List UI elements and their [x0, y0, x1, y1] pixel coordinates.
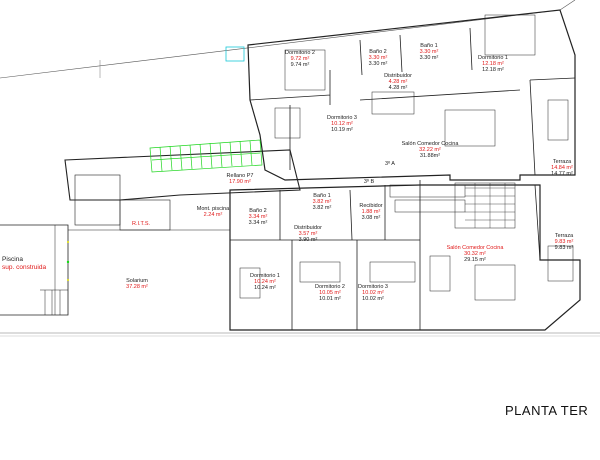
room-area-built: 10.01 m²: [319, 296, 341, 302]
room-name: Mont. piscina: [196, 206, 230, 212]
room-area-useful: 32.22 m²: [419, 147, 441, 153]
room-area-useful: 2.24 m²: [203, 212, 223, 218]
room-area-built: 4.28 m²: [388, 85, 408, 91]
room-area-useful: 3.34 m²: [248, 214, 268, 220]
room-area-built: 31.88m²: [419, 153, 441, 159]
room-area-built: 3.90 m²: [298, 237, 318, 243]
unit-label-3b: 3º B: [363, 179, 375, 185]
room-name: Baño 2: [369, 49, 387, 55]
room-name: Salón Comedor Cocina: [446, 245, 504, 251]
room-area-built: 3.30 m²: [368, 61, 388, 67]
landing-walls: [64, 149, 301, 201]
room-area-useful: 3.30 m²: [419, 49, 439, 55]
room-area-useful: 1.88 m²: [361, 209, 381, 215]
room-area-useful: 14.84 m²: [551, 165, 573, 171]
room-area-built: 9.83 m²: [554, 245, 574, 251]
room-name: Terraza: [554, 233, 574, 239]
room-name: Baño 1: [420, 43, 438, 49]
room-area-built: 9.74 m²: [290, 62, 310, 68]
room-area-useful: 9.83 m²: [554, 239, 574, 245]
room-area-useful: 10.12 m²: [331, 121, 353, 127]
room-area-useful: 17.90 m²: [229, 179, 251, 185]
rits-label: R.I.T.S.: [131, 221, 151, 227]
room-name: Dormitorio 2: [315, 284, 345, 290]
room-area-built: 29.15 m²: [464, 257, 486, 263]
room-name: Dormitorio 3: [358, 284, 388, 290]
cyan-element: [225, 46, 245, 62]
room-area-built: 14.77 m²: [551, 171, 573, 177]
room-area-useful: 12.18 m²: [482, 61, 504, 67]
unit-3a-walls: [247, 9, 576, 181]
room-name: Rellano P7: [226, 173, 254, 179]
room-area-useful: 10.24 m²: [254, 279, 276, 285]
room-name: Salón Comedor Cocina: [401, 141, 459, 147]
room-name: Solarium: [126, 278, 148, 284]
room-area-built: 3.82 m²: [312, 205, 332, 211]
green-stairs: [149, 139, 263, 173]
room-area-built: 3.34 m²: [248, 220, 268, 226]
room-name: Dormitorio 1: [250, 273, 280, 279]
room-name: Recibidor: [359, 203, 383, 209]
pool: [0, 224, 69, 316]
room-area-built: 10.24 m²: [254, 285, 276, 291]
room-area-useful: sup. construida: [2, 263, 47, 271]
room-area-built: 3.30 m²: [419, 55, 439, 61]
unit-3b-walls: [229, 184, 581, 331]
room-area-useful: 10.02 m²: [362, 290, 384, 296]
room-area-built: 3.08 m²: [361, 215, 381, 221]
room-area-useful: 3.57 m²: [298, 231, 318, 237]
room-area-useful: 3.30 m²: [368, 55, 388, 61]
room-area-useful: 3.82 m²: [312, 199, 332, 205]
room-area-built: 10.19 m²: [331, 127, 353, 133]
room-area-useful: 9.72 m²: [290, 56, 310, 62]
room-area-built: 10.02 m²: [362, 296, 384, 302]
room-name: Dormitorio 3: [327, 115, 357, 121]
room-name: Baño 2: [249, 208, 267, 214]
room-name: Distribuidor: [384, 73, 412, 79]
room-area-useful: 30.32 m²: [464, 251, 486, 257]
room-name: Distribuidor: [294, 225, 322, 231]
plan-title: PLANTA TER: [505, 403, 589, 418]
room-area-useful: 10.05 m²: [319, 290, 341, 296]
room-name: Terraza: [552, 159, 572, 165]
room-area-built: 12.18 m²: [482, 67, 504, 73]
room-name: Piscina: [2, 256, 23, 263]
room-name: Dormitorio 1: [478, 55, 508, 61]
room-area-useful: 4.28 m²: [388, 79, 408, 85]
room-area-useful: 37.28 m²: [126, 284, 148, 290]
room-name: Baño 1: [313, 193, 331, 199]
room-name: Dormitorio 2: [285, 50, 315, 56]
unit-label-3a: 3º A: [385, 161, 395, 167]
